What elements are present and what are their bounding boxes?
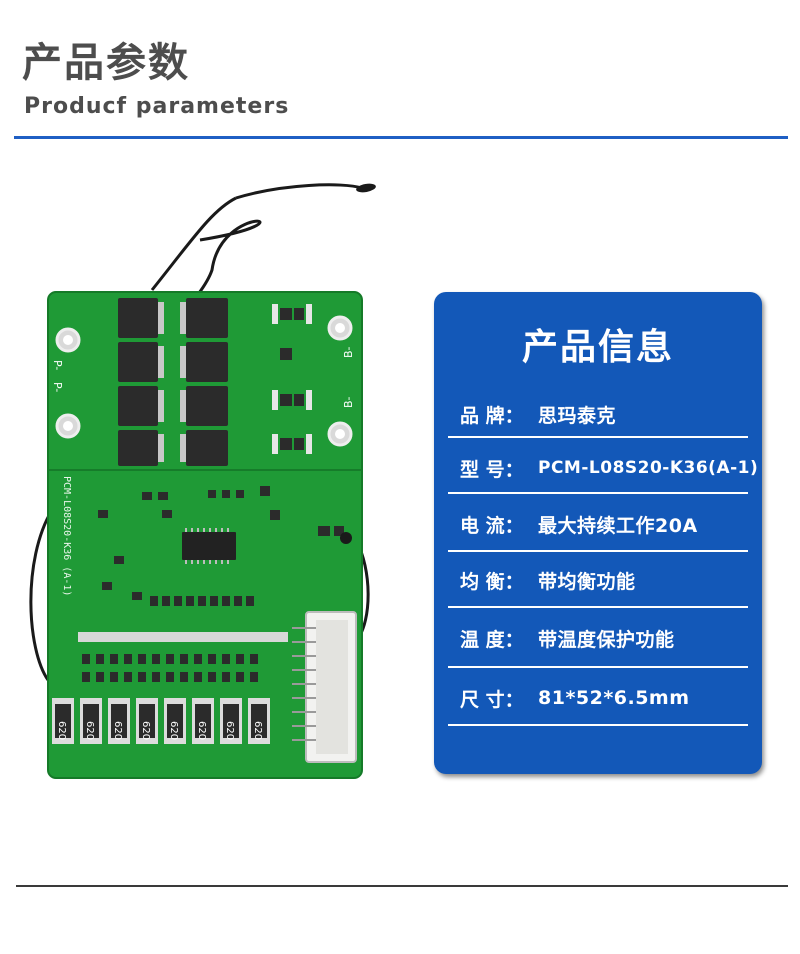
info-row-label: 品 牌： — [460, 404, 524, 427]
sensor-probe-icon — [356, 183, 376, 193]
resistor-code: 620 — [56, 721, 67, 740]
page-title-cn: 产品参数 — [22, 40, 190, 86]
info-row-label: 型 号： — [460, 458, 524, 481]
resistor-code: 620 — [224, 721, 235, 740]
info-row-label: 均 衡： — [460, 570, 524, 593]
row-divider — [448, 492, 748, 494]
info-row-value: PCM-L08S20-K36(A-1) — [538, 458, 759, 478]
row-divider — [448, 550, 748, 552]
row-divider — [448, 606, 748, 608]
pcb-product-image: P- P- B- B- 620 620 — [29, 183, 376, 779]
info-row-value: 81*52*6.5mm — [538, 687, 690, 709]
board-silkscreen: PCM-L08S20-K36 (A-1) — [61, 476, 72, 596]
info-row-model: 型 号： PCM-L08S20-K36(A-1) — [460, 440, 760, 496]
info-row-brand: 品 牌： 思玛泰克 — [460, 386, 760, 442]
info-row-current: 电 流： 最大持续工作20A — [460, 496, 760, 552]
page-title-en: Producf parameters — [24, 94, 290, 119]
info-row-label: 电 流： — [460, 514, 524, 537]
info-row-size: 尺 寸： 81*52*6.5mm — [460, 670, 760, 726]
title-divider — [14, 136, 788, 139]
info-row-balance: 均 衡： 带均衡功能 — [460, 552, 760, 608]
info-card-title: 产品信息 — [521, 327, 674, 368]
resistor-code: 620 — [140, 721, 151, 740]
row-divider — [448, 666, 748, 668]
info-row-label: 温 度： — [460, 628, 524, 651]
bottom-divider — [16, 885, 788, 887]
main-ic-chip — [182, 532, 236, 560]
resistor-code: 620 — [84, 721, 95, 740]
resistor-code: 620 — [196, 721, 207, 740]
info-row-value: 最大持续工作20A — [538, 514, 698, 537]
pin-label: B- — [342, 396, 355, 408]
info-row-value: 带温度保护功能 — [538, 628, 675, 651]
resistor-code: 620 — [112, 721, 123, 740]
info-row-temperature: 温 度： 带温度保护功能 — [460, 610, 760, 666]
info-row-value: 思玛泰克 — [538, 404, 617, 427]
info-row-label: 尺 寸： — [460, 688, 524, 711]
pin-label: P- — [51, 360, 64, 370]
row-divider — [448, 724, 748, 726]
info-row-value: 带均衡功能 — [538, 570, 636, 593]
pin-label: B- — [342, 346, 355, 358]
row-divider — [448, 436, 748, 438]
resistor-code: 620 — [252, 721, 263, 740]
pin-label: P- — [51, 382, 64, 392]
product-info-card: 产品信息 品 牌： 思玛泰克 型 号： PCM-L08S20-K36(A-1) … — [434, 292, 762, 774]
resistor-code: 620 — [168, 721, 179, 740]
